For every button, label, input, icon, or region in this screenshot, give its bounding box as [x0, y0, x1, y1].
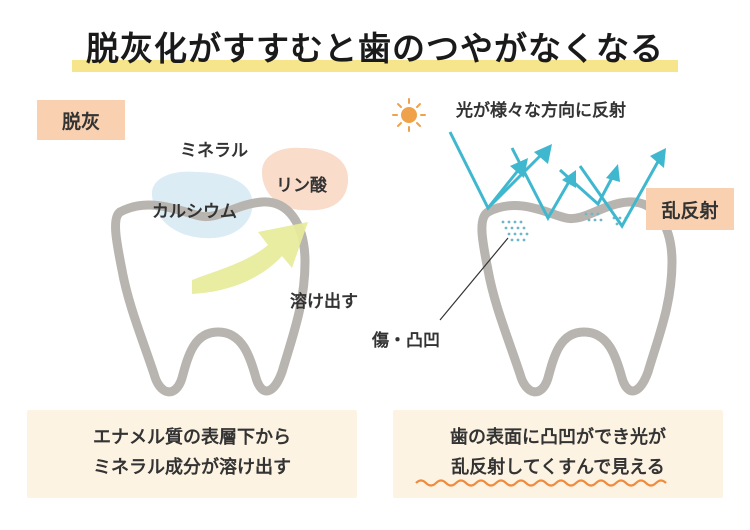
diffuse-reflection-tag: 乱反射 [646, 188, 734, 230]
page-title: 脱灰化がすすむと歯のつやがなくなる [72, 22, 678, 72]
page-title-text: 脱灰化がすすむと歯のつやがなくなる [86, 29, 664, 68]
decalcification-tag: 脱灰 [37, 100, 125, 140]
left-tooth-outline [111, 197, 310, 397]
phosphorus-blob [262, 147, 349, 211]
damage-pointer-line [439, 237, 509, 321]
light-ray-4 [578, 157, 662, 229]
phosphorus-label: リン酸 [276, 176, 327, 196]
light-ray-arrowheads [510, 144, 666, 188]
right-caption-line-2: 乱反射してくすんで見える [451, 457, 665, 478]
reflection-label: 光が様々な方向に反射 [456, 101, 626, 121]
dissolve-label: 溶け出す [290, 292, 358, 312]
dissolve-arrow [192, 222, 308, 294]
right-caption-line-1: 歯の表面に凸凹ができ光が [450, 427, 666, 448]
left-caption-line-1: エナメル質の表層下から [93, 427, 291, 448]
light-ray-5 [486, 150, 546, 210]
left-caption-line-2: ミネラル成分が溶け出す [93, 457, 291, 478]
title-area: 脱灰化がすすむと歯のつやがなくなる [0, 22, 750, 72]
right-caption-box: 歯の表面に凸凹ができ光が 乱反射してくすんで見える [393, 410, 723, 498]
left-caption-box: エナメル質の表層下から ミネラル成分が溶け出す [27, 410, 357, 498]
light-ray-1 [448, 131, 522, 211]
right-tooth-outline [477, 197, 677, 397]
mineral-label: ミネラル [180, 141, 248, 161]
damage-label: 傷・凸凹 [372, 331, 440, 351]
calcium-label: カルシウム [152, 202, 237, 222]
wavy-underline [415, 479, 667, 487]
sun-icon [392, 98, 426, 132]
calcium-blob [151, 171, 253, 239]
